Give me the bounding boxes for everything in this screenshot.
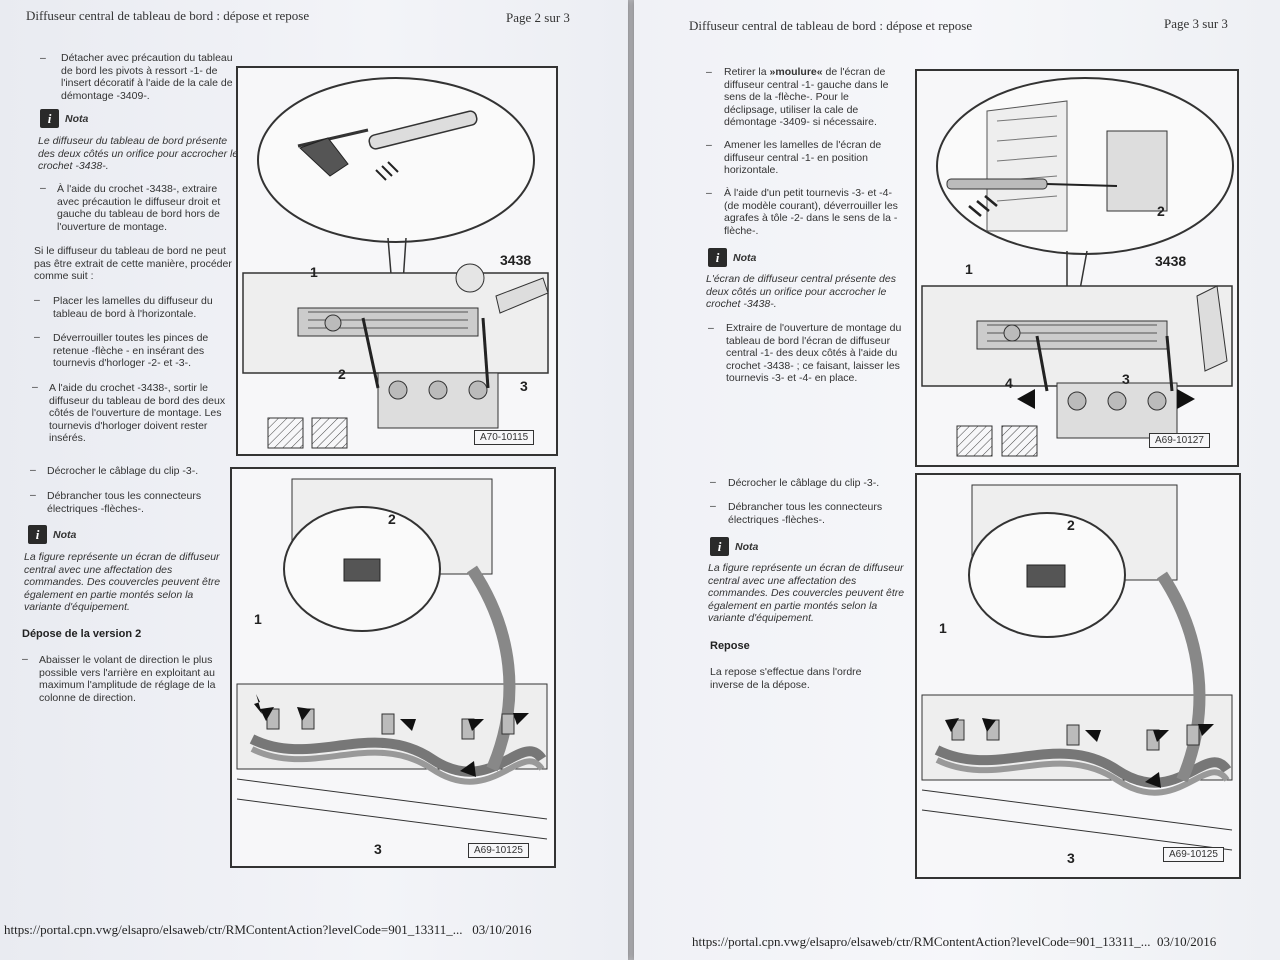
nota-text: Le diffuseur du tableau de bord présente…	[38, 135, 239, 173]
nota-text: L'écran de diffuseur central présente de…	[706, 273, 896, 311]
step-text: A l'aide du crochet -3438-, sortir le di…	[49, 382, 226, 445]
callout-label: 3	[1122, 371, 1130, 387]
nota-label: Nota	[733, 251, 757, 264]
footer-url: https://portal.cpn.vwg/elsapro/elsaweb/c…	[4, 922, 532, 938]
callout-label: 2	[1157, 203, 1165, 219]
callout-label: 3	[1067, 850, 1075, 866]
figure-code: A69-10125	[468, 843, 529, 858]
step-text: Extraire de l'ouverture de montage du ta…	[726, 322, 902, 385]
figure-code: A69-10125	[1163, 847, 1224, 862]
step-text: Placer les lamelles du diffuseur du tabl…	[53, 295, 213, 320]
section-heading: Repose	[710, 640, 750, 652]
bullet-dash: –	[710, 476, 716, 488]
footer-url: https://portal.cpn.vwg/elsapro/elsaweb/c…	[692, 934, 1216, 950]
step-text-bold: »moulure«	[769, 66, 823, 78]
info-icon: i	[28, 525, 47, 544]
bullet-dash: –	[32, 381, 38, 393]
callout-label: 4	[1005, 375, 1013, 391]
nota-label: Nota	[53, 528, 77, 541]
step-text: Amener les lamelles de l'écran de diffus…	[724, 139, 882, 177]
footer-date: 03/10/2016	[1157, 934, 1217, 949]
nota-heading: i Nota	[710, 537, 758, 556]
callout-label: 2	[1067, 517, 1075, 533]
info-icon: i	[708, 248, 727, 267]
callout-label: 3	[520, 378, 528, 394]
step-text-part: Retirer la	[724, 66, 770, 78]
callout-label: 1	[310, 264, 318, 280]
step-text: Décrocher le câblage du clip -3-.	[47, 465, 199, 477]
dashboard-illustration	[242, 77, 549, 449]
bullet-dash: –	[34, 331, 40, 343]
bullet-dash: –	[40, 182, 46, 194]
figure-code: A70-10115	[474, 430, 535, 445]
page-number: Page 2 sur 3	[506, 10, 570, 25]
nota-label: Nota	[65, 112, 89, 125]
nota-heading: i Nota	[708, 248, 756, 267]
step-text: Déverrouiller toutes les pinces de reten…	[53, 332, 209, 370]
step-text: Abaisser le volant de direction le plus …	[39, 654, 216, 704]
bullet-dash: –	[708, 322, 714, 334]
document-page-3: Diffuseur central de tableau de bord : d…	[634, 0, 1280, 960]
footer-url-text: https://portal.cpn.vwg/elsapro/elsaweb/c…	[4, 922, 463, 937]
step-text: Retirer la »moulure« de l'écran de diffu…	[724, 66, 902, 129]
tool-label: 3438	[1155, 253, 1187, 269]
step-text: Décrocher le câblage du clip -3-.	[728, 477, 880, 489]
paragraph: Si le diffuseur du tableau de bord ne pe…	[34, 245, 232, 283]
step-text: Débrancher tous les connecteurs électriq…	[728, 501, 883, 526]
figure-code: A69-10127	[1149, 433, 1210, 448]
callout-label: 2	[338, 366, 346, 382]
connectors-illustration	[236, 478, 548, 840]
callout-label: 2	[388, 511, 396, 527]
bullet-dash: –	[30, 464, 36, 476]
callout-label: 3	[374, 841, 382, 857]
info-icon: i	[40, 109, 59, 128]
step-text-part: de l'écran de diffuseur central -1- gauc…	[724, 66, 889, 129]
step-text: Débrancher tous les connecteurs électriq…	[47, 490, 202, 515]
header-title: Diffuseur central de tableau de bord : d…	[26, 8, 310, 23]
dashboard-figure: 1 2 3 3438 A70-10115	[236, 66, 558, 456]
bullet-dash: –	[706, 187, 712, 199]
section-heading: Dépose de la version 2	[22, 628, 142, 640]
header-title: Diffuseur central de tableau de bord : d…	[689, 18, 973, 33]
connectors-illustration	[921, 484, 1233, 851]
bullet-dash: –	[706, 139, 712, 151]
connectors-figure: 1 2 3 A69-10125	[230, 467, 556, 868]
callout-label: 1	[939, 620, 947, 636]
nota-label: Nota	[735, 540, 759, 553]
step-text: À l'aide d'un petit tournevis -3- et -4-…	[724, 187, 898, 237]
footer-date: 03/10/2016	[472, 922, 532, 937]
bullet-dash: –	[706, 66, 712, 78]
callout-label: 1	[965, 261, 973, 277]
bullet-dash: –	[22, 653, 28, 665]
callout-label: 1	[254, 611, 262, 627]
step-text: À l'aide du crochet -3438-, extraire ave…	[57, 183, 221, 233]
nota-heading: i Nota	[28, 525, 76, 544]
dashboard-illustration	[921, 77, 1234, 457]
info-icon: i	[710, 537, 729, 556]
footer-url-text: https://portal.cpn.vwg/elsapro/elsaweb/c…	[692, 934, 1151, 949]
bullet-dash: –	[710, 500, 716, 512]
tool-label: 3438	[500, 252, 532, 268]
page-number: Page 3 sur 3	[1164, 16, 1228, 31]
nota-heading: i Nota	[40, 109, 88, 128]
dashboard-figure: 1 2 3 4 3438 A69-10127	[915, 69, 1239, 467]
nota-text: La figure représente un écran de diffuse…	[24, 551, 221, 614]
document-page-2: Diffuseur central de tableau de bord : d…	[0, 0, 628, 960]
paragraph: La repose s'effectue dans l'ordre invers…	[710, 666, 862, 691]
bullet-dash: –	[40, 52, 46, 64]
bullet-dash: –	[30, 489, 36, 501]
bullet-dash: –	[34, 294, 40, 306]
nota-text: La figure représente un écran de diffuse…	[708, 562, 905, 625]
step-text: Détacher avec précaution du tableau de b…	[61, 52, 233, 102]
connectors-figure: 1 2 3 A69-10125	[915, 473, 1241, 879]
